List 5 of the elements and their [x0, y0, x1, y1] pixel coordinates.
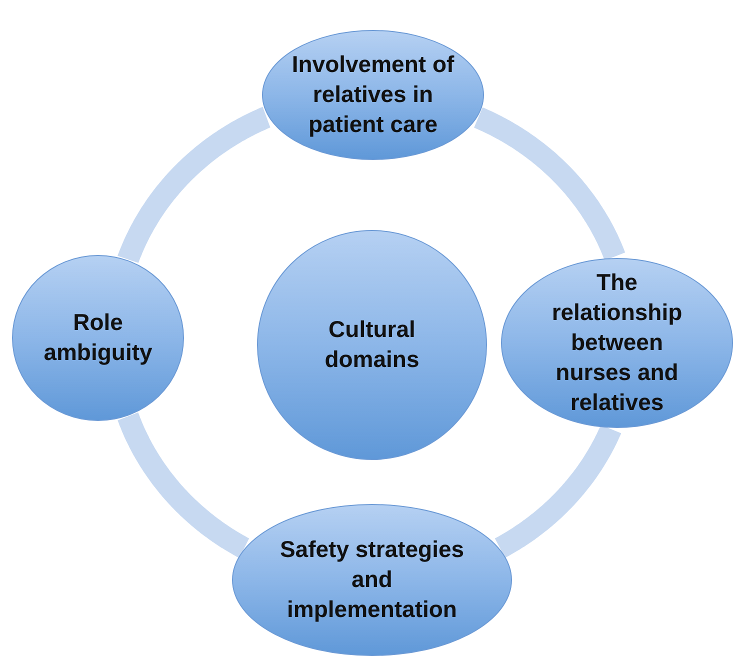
node-label: Cultural domains [324, 315, 420, 374]
node-label: Involvement of relatives in patient care [290, 50, 456, 139]
node-label: The relationship between nurses and relatives [550, 268, 684, 417]
node-label: Safety strategies and implementation [278, 535, 466, 624]
node-label: Role ambiguity [42, 308, 154, 367]
